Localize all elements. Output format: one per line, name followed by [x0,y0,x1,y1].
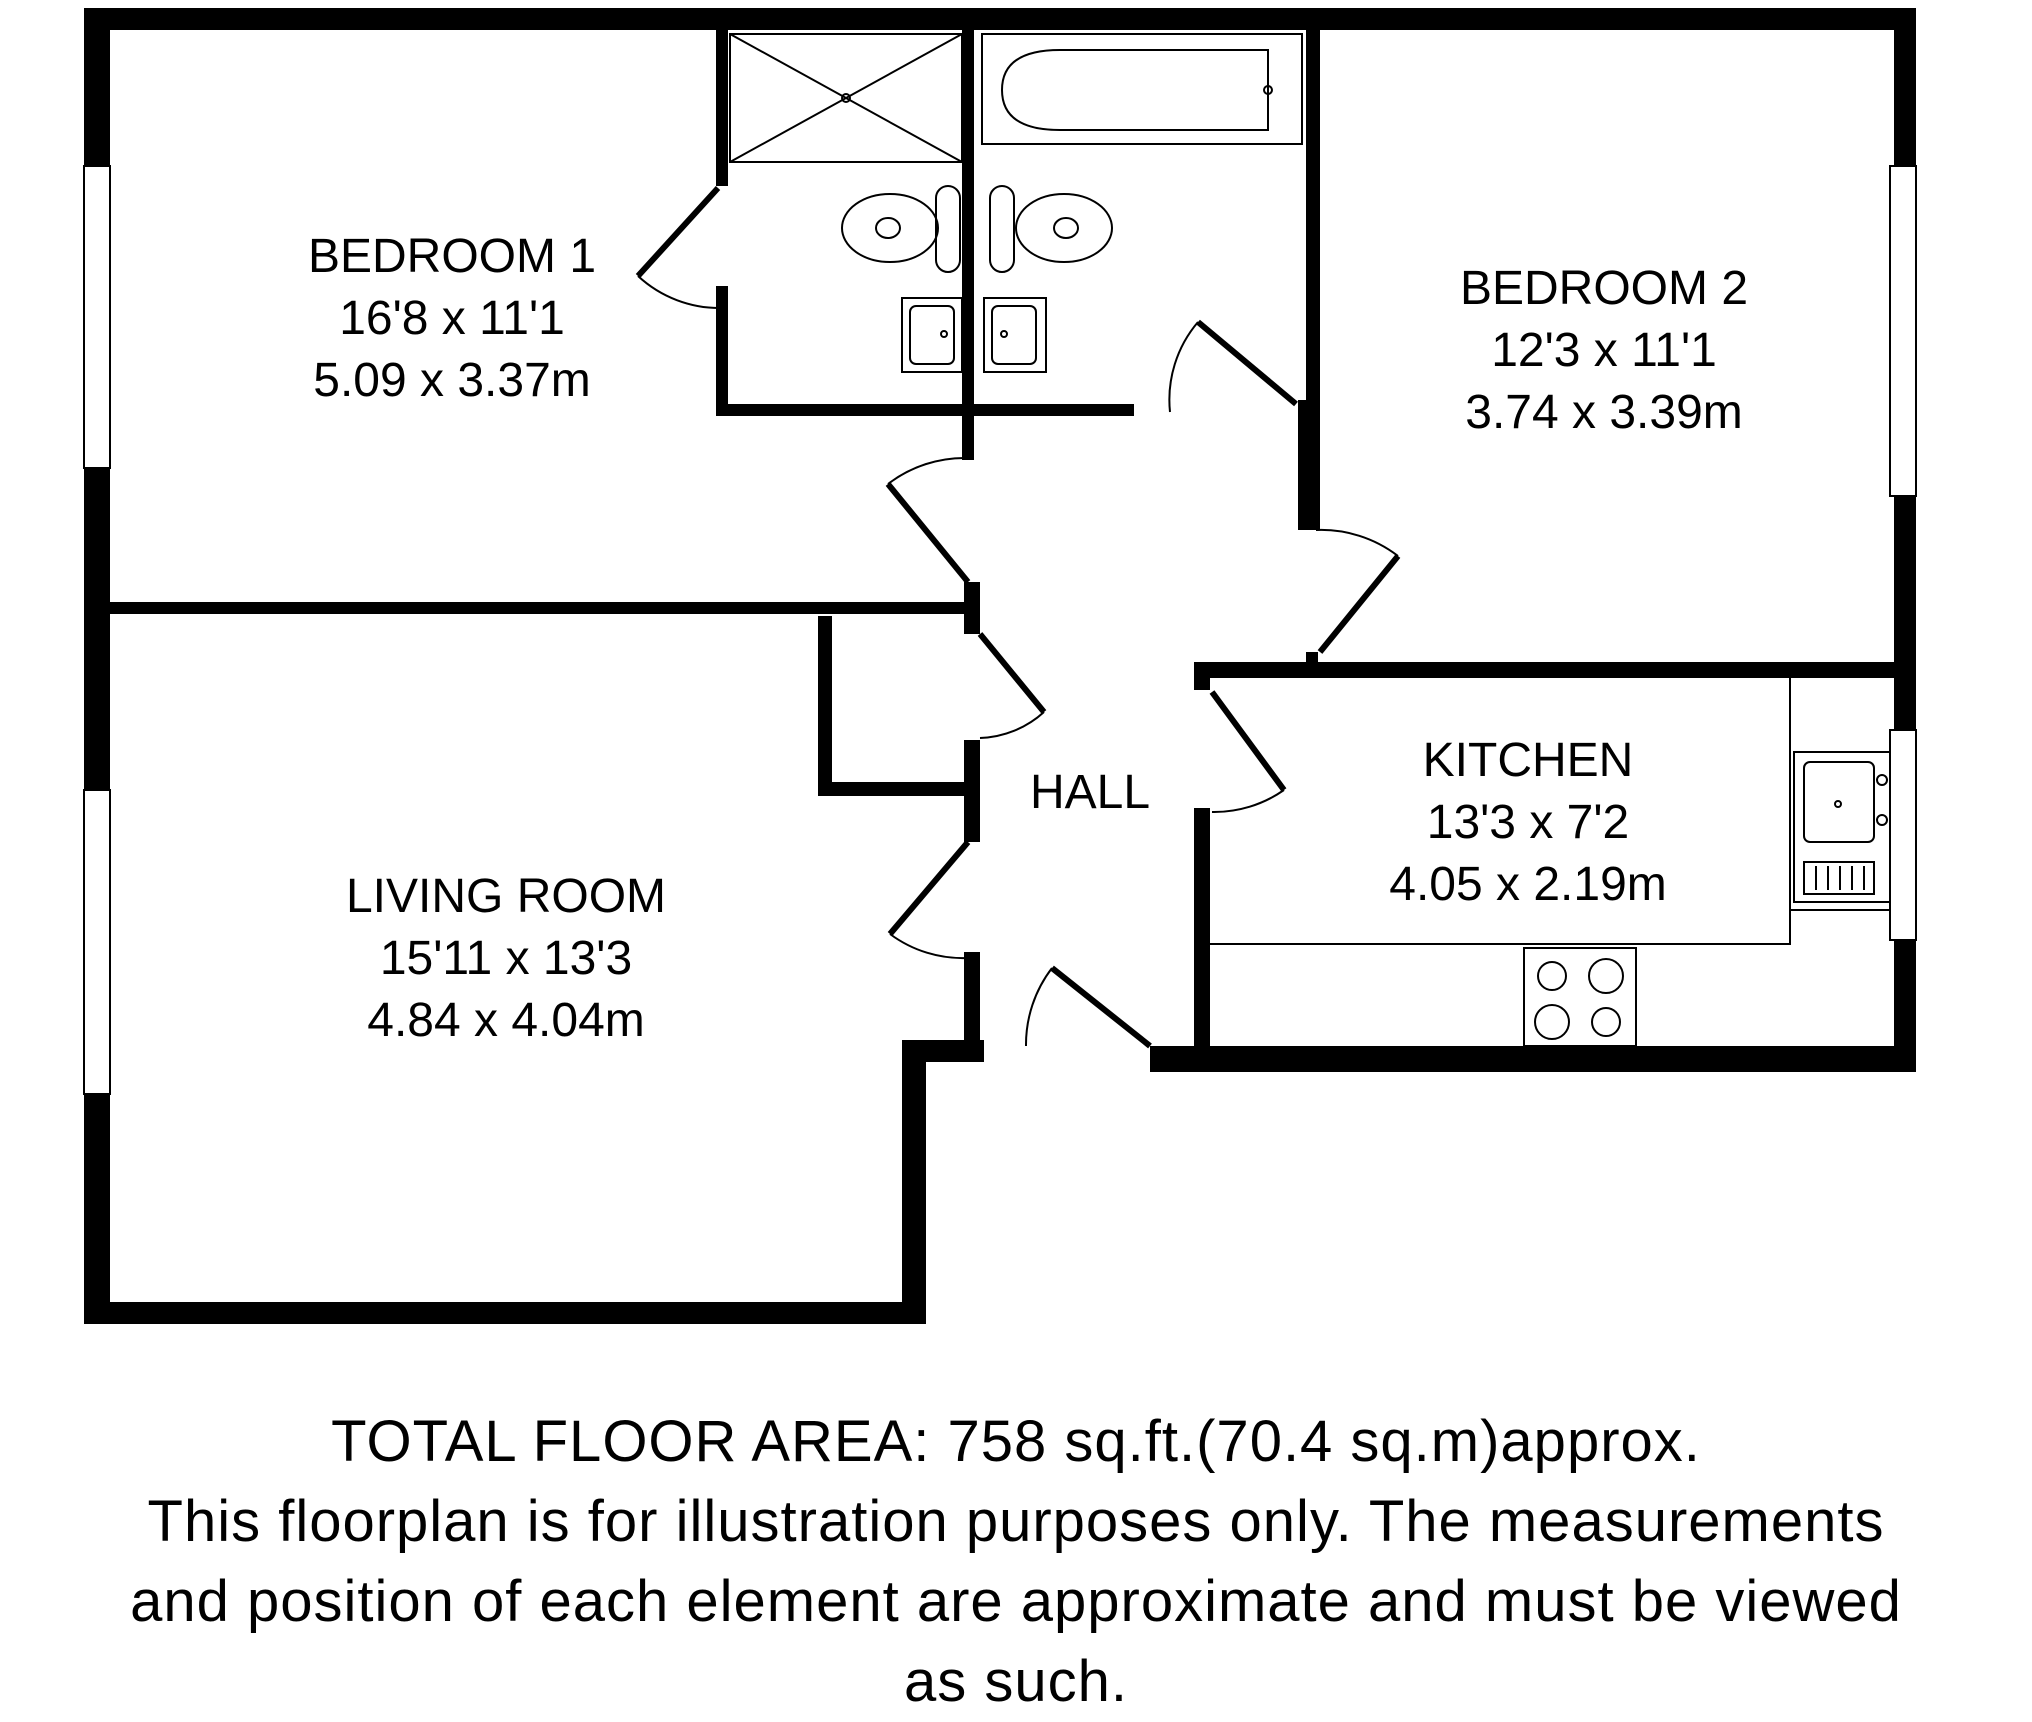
room-label-hall: HALL [1030,766,1150,819]
drainer [1803,861,1875,895]
windows [83,165,1917,1095]
room-size-imperial: 16'8 x 11'1 [339,292,565,345]
room-name: BEDROOM 1 [308,230,596,283]
toilet-icon [989,185,1113,273]
room-name: LIVING ROOM [346,870,666,923]
disclaimer-line: This floorplan is for illustration purpo… [147,1489,1885,1554]
kitchen-worktop [1210,678,1890,945]
room-size-imperial: 13'3 x 7'2 [1427,796,1629,849]
doors [635,185,1401,1049]
basin-icon [901,297,963,373]
room-size-metric: 4.05 x 2.19m [1389,858,1667,911]
disclaimer-line: as such. [904,1649,1128,1714]
hob-icon [1523,947,1637,1047]
room-label-living-room: LIVING ROOM 15'11 x 13'3 4.84 x 4.04m [346,870,666,1047]
room-size-metric: 4.84 x 4.04m [367,994,645,1047]
room-size-imperial: 12'3 x 11'1 [1491,324,1717,377]
room-size-metric: 5.09 x 3.37m [313,354,591,407]
bathtub-icon [981,33,1303,145]
basin-icon [983,297,1047,373]
total-floor-area: TOTAL FLOOR AREA: 758 sq.ft.(70.4 sq.m)a… [331,1409,1701,1474]
room-name: HALL [1030,766,1150,819]
interior-walls [108,30,1900,1052]
shower-tray-icon [729,33,963,163]
room-label-bedroom2: BEDROOM 2 12'3 x 11'1 3.74 x 3.39m [1460,262,1748,439]
room-size-imperial: 15'11 x 13'3 [380,932,632,985]
room-name: KITCHEN [1423,734,1634,787]
room-label-kitchen: KITCHEN 13'3 x 7'2 4.05 x 2.19m [1389,734,1667,911]
room-label-bedroom1: BEDROOM 1 16'8 x 11'1 5.09 x 3.37m [308,230,596,407]
disclaimer-line: and position of each element are approxi… [130,1569,1902,1634]
kitchen-sink-icon [1793,751,1891,903]
floor-area-disclaimer: TOTAL FLOOR AREA: 758 sq.ft.(70.4 sq.m)a… [0,1402,2032,1722]
room-size-metric: 3.74 x 3.39m [1465,386,1743,439]
outer-walls [84,8,1916,1324]
room-name: BEDROOM 2 [1460,262,1748,315]
toilet-icon [841,185,961,273]
